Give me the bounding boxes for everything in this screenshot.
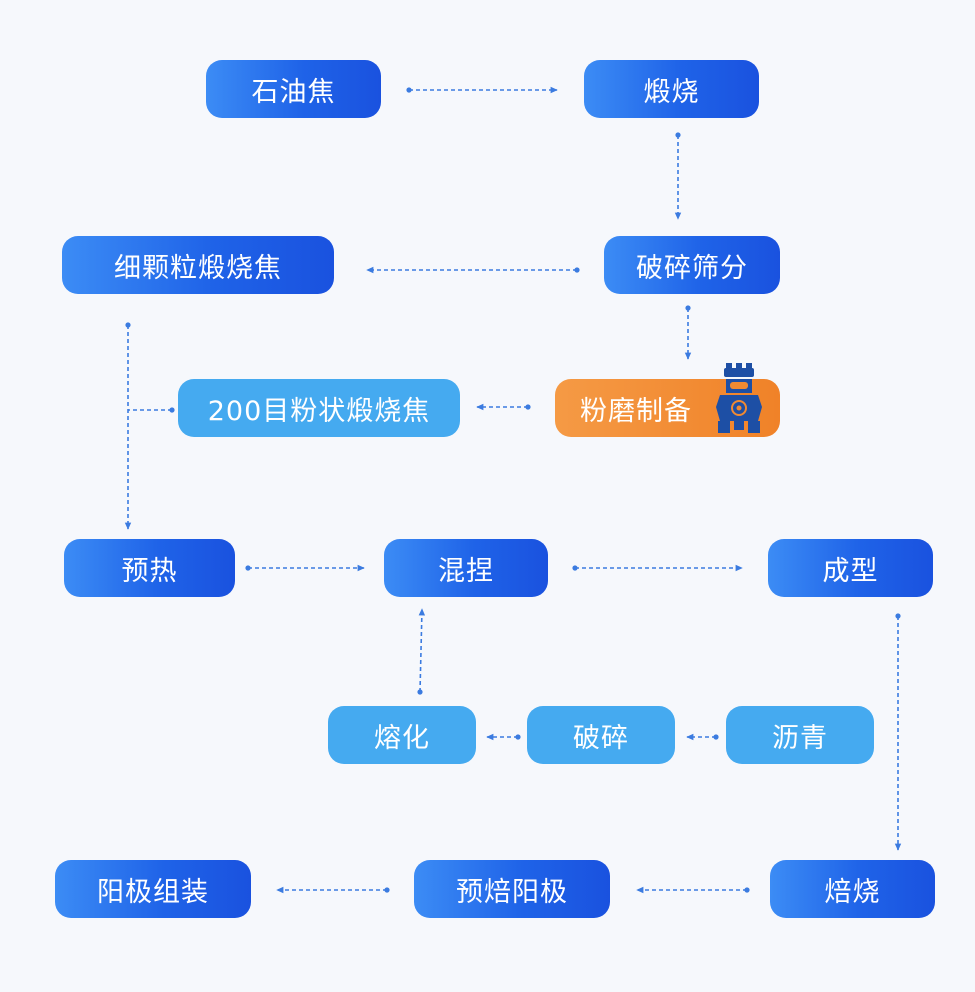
node-kneading-label: 混捏 <box>438 555 494 587</box>
node-prebaked-anode-label: 预焙阳极 <box>456 876 568 908</box>
node-crushing-label: 破碎 <box>573 722 629 754</box>
node-crush-screen: 破碎筛分 <box>604 236 780 294</box>
node-forming: 成型 <box>768 539 933 597</box>
node-anode-assembly-label: 阳极组装 <box>97 876 209 908</box>
node-pitch: 沥青 <box>726 706 874 764</box>
node-anode-assembly: 阳极组装 <box>55 860 251 918</box>
node-melting-label: 熔化 <box>374 722 430 754</box>
node-kneading: 混捏 <box>384 539 548 597</box>
node-fine-calcined-coke: 细颗粒煅烧焦 <box>62 236 334 294</box>
node-melting: 熔化 <box>328 706 476 764</box>
node-crush-screen-label: 破碎筛分 <box>636 252 748 284</box>
node-milling: 粉磨制备 <box>555 363 780 437</box>
node-calcination: 煅烧 <box>584 60 759 118</box>
node-milling-label: 粉磨制备 <box>580 395 692 427</box>
node-powder-calcined-coke-label: 200目粉状煅烧焦 <box>207 395 431 427</box>
node-powder-calcined-coke: 200目粉状煅烧焦 <box>178 379 460 437</box>
node-baking-label: 焙烧 <box>824 876 881 908</box>
node-baking: 焙烧 <box>770 860 935 918</box>
node-preheat: 预热 <box>64 539 235 597</box>
node-crushing: 破碎 <box>527 706 675 764</box>
node-petroleum-coke-label: 石油焦 <box>251 76 336 108</box>
node-prebaked-anode: 预焙阳极 <box>414 860 610 918</box>
node-preheat-label: 预热 <box>121 555 178 587</box>
grinding-mill-icon <box>716 363 762 433</box>
node-petroleum-coke: 石油焦 <box>206 60 381 118</box>
arrow-melting-to-kneading <box>418 608 426 693</box>
node-calcination-label: 煅烧 <box>643 76 700 108</box>
node-fine-calcined-coke-label: 细颗粒煅烧焦 <box>114 252 282 284</box>
node-forming-label: 成型 <box>822 555 879 587</box>
node-pitch-label: 沥青 <box>772 722 828 754</box>
